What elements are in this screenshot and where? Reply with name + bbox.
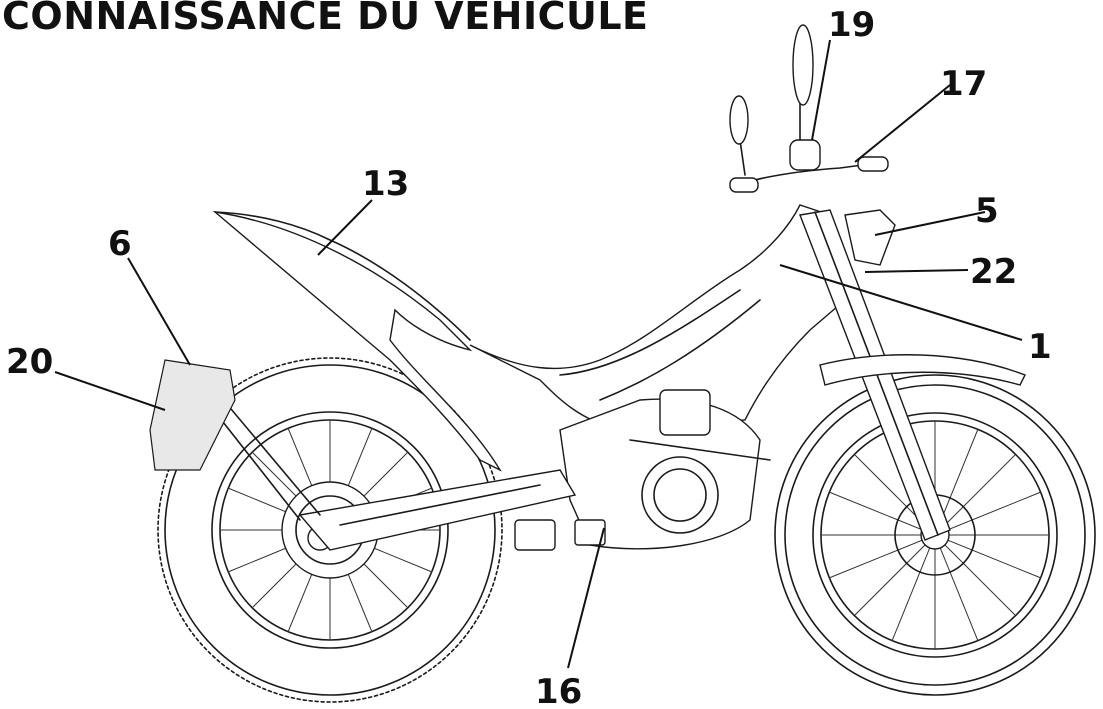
leader-lines [54, 39, 1023, 669]
callout-13: 13 [362, 164, 409, 204]
callouts: 19 17 13 5 6 22 1 20 16 [6, 5, 1052, 709]
engine [559, 389, 771, 550]
handlebar [729, 24, 889, 193]
callout-5: 5 [975, 191, 999, 231]
callout-22: 22 [970, 252, 1017, 292]
leader-5 [874, 211, 986, 236]
motorcycle-icon [149, 24, 1096, 703]
callout-19: 19 [828, 5, 875, 45]
front-fender [819, 354, 1026, 386]
leader-6 [127, 257, 191, 366]
leader-16 [567, 527, 605, 669]
rear-fender [212, 210, 502, 472]
leader-13 [317, 199, 373, 256]
leader-20 [54, 371, 166, 411]
callout-6: 6 [108, 224, 132, 264]
callout-1: 1 [1028, 327, 1052, 367]
leader-1 [779, 264, 1023, 341]
callout-16: 16 [535, 672, 582, 709]
leader-19 [811, 39, 831, 141]
body-panels [469, 204, 846, 431]
callout-17: 17 [940, 64, 987, 104]
leader-22 [864, 269, 969, 273]
swingarm [298, 469, 577, 551]
page-title: CONNAISSANCE DU VEHICULE [2, 0, 649, 38]
callout-20: 20 [6, 342, 53, 382]
leader-17 [854, 84, 951, 163]
